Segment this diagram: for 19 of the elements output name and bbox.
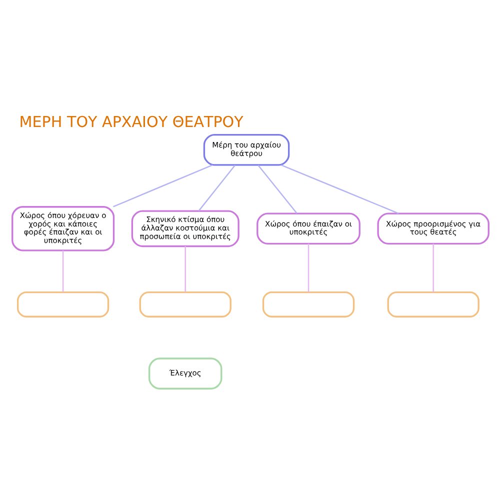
connector <box>280 164 398 214</box>
node-box: Χώρος προορισμένος για τους θεατές <box>376 212 489 245</box>
connector <box>112 164 212 208</box>
node-box <box>16 291 109 318</box>
node-box: Χώρος όπου έπαιζαν οι υποκριτές <box>256 212 360 245</box>
connector <box>62 250 64 292</box>
node-box: Χώρος όπου χόρευαν ο χορός και κάποιες φορές έπαιζαν και οι υποκριτές <box>11 206 114 252</box>
connector <box>184 246 186 292</box>
node-box <box>262 291 354 318</box>
connector <box>307 244 309 292</box>
connector <box>257 164 297 214</box>
node-box <box>138 291 231 318</box>
node-box: Σκηνικό κτίσμα όπου άλλαζαν κοστούμια και προσωπεία οι υποκριτές <box>130 210 239 248</box>
node-box: Έλεγχος <box>148 358 222 390</box>
node-box: Μέρη του αρχαίου θεάτρου <box>202 134 290 166</box>
diagram-title: ΜΕΡΗ ΤΟΥ ΑΡΧΑΙΟΥ ΘΕΑΤΡΟΥ <box>18 112 243 131</box>
connector <box>432 244 434 292</box>
node-box <box>386 291 479 318</box>
connector <box>198 164 236 212</box>
